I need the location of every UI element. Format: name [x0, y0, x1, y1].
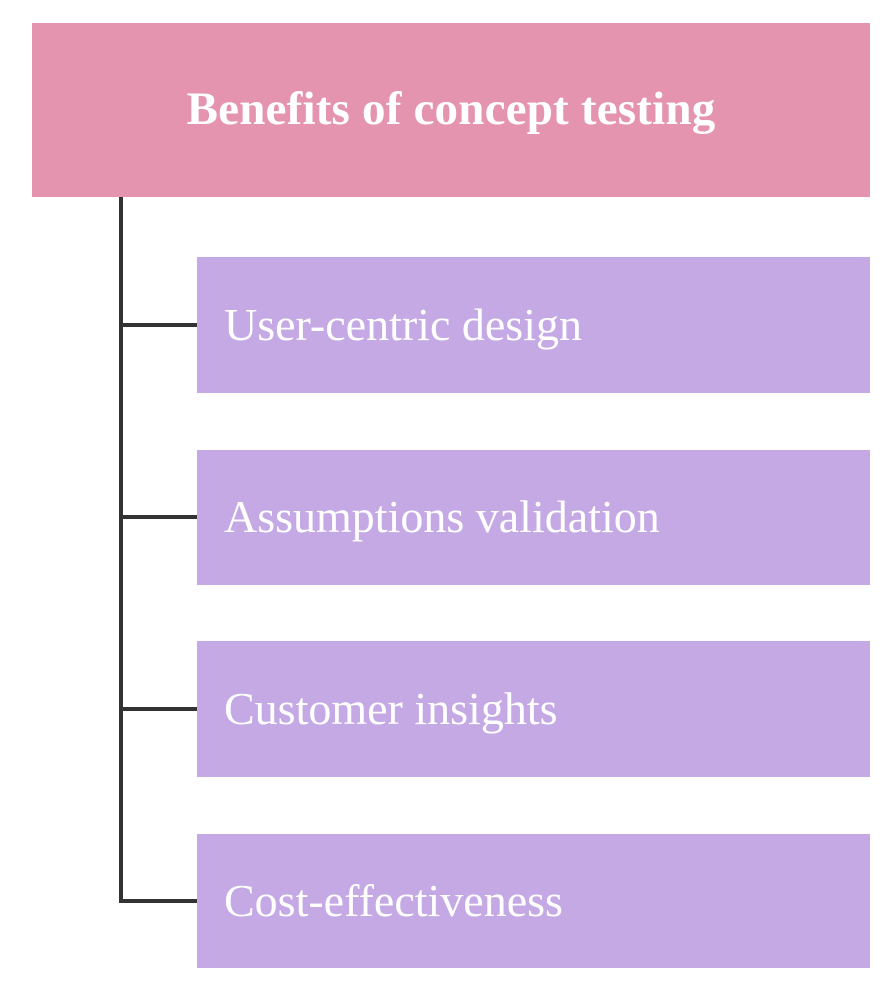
child-node-label: User-centric design — [224, 298, 582, 350]
connector-branch-user-centric-design — [119, 323, 197, 327]
child-node-label: Assumptions validation — [224, 491, 660, 543]
connector-branch-assumptions-validation — [119, 515, 197, 519]
child-node-cost-effectiveness[interactable]: Cost-effectiveness — [197, 834, 870, 968]
child-node-user-centric-design[interactable]: User-centric design — [197, 257, 870, 393]
connector-branch-customer-insights — [119, 707, 197, 711]
connector-branch-cost-effectiveness — [119, 899, 197, 903]
root-node-benefits-of-concept-testing[interactable]: Benefits of concept testing — [32, 23, 870, 197]
child-node-label: Cost-effectiveness — [224, 874, 563, 926]
root-node-label: Benefits of concept testing — [186, 83, 716, 136]
child-node-label: Customer insights — [224, 682, 558, 734]
child-node-customer-insights[interactable]: Customer insights — [197, 641, 870, 777]
child-node-assumptions-validation[interactable]: Assumptions validation — [197, 450, 870, 585]
connector-trunk-line — [119, 197, 123, 903]
